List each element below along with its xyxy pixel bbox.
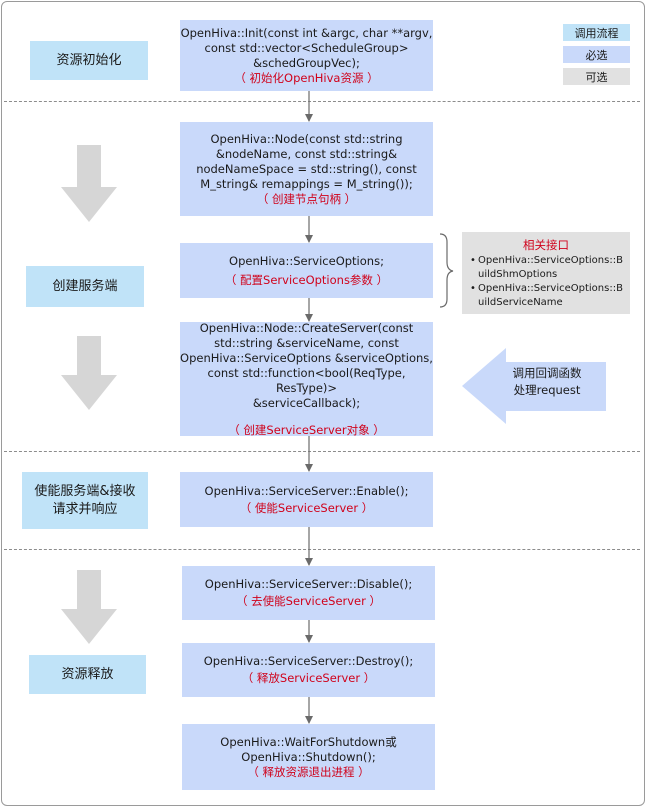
step-code-line: std::string &serviceName, const bbox=[214, 335, 399, 350]
related-interface-text: uildServiceName bbox=[478, 297, 563, 308]
stage-down-arrow bbox=[61, 145, 117, 222]
step-code-line: OpenHiva::ServiceServer::Destroy(); bbox=[203, 654, 414, 668]
step-code-line: OpenHiva::ServiceServer::Enable(); bbox=[204, 483, 409, 498]
legend-optional: 可选 bbox=[563, 68, 630, 85]
stage-resource-release: 资源释放 bbox=[29, 655, 146, 694]
stage-resource-init: 资源初始化 bbox=[30, 41, 148, 80]
callback-line: 调用回调函数 bbox=[512, 366, 582, 380]
step-code-line: const std::vector<ScheduleGroup> bbox=[204, 40, 409, 55]
step-code-line: OpenHiva::WaitForShutdown或 bbox=[220, 734, 397, 749]
stage-label: 创建服务端 bbox=[52, 278, 118, 294]
step-code-line: OpenHiva::Node::CreateServer(const bbox=[199, 320, 414, 335]
related-interfaces-list: OpenHiva::ServiceOptions::B uildShmOptio… bbox=[470, 254, 624, 310]
step-code-line: OpenHiva::ServiceOptions &serviceOptions… bbox=[180, 350, 433, 365]
step-note: （ 去使能ServiceServer ） bbox=[235, 594, 382, 608]
step-code-line: OpenHiva::ServiceOptions; bbox=[229, 253, 384, 268]
step-note: （ 释放ServiceServer ） bbox=[241, 671, 376, 685]
step-code-line: OpenHiva::ServiceServer::Disable(); bbox=[204, 577, 413, 591]
step-code-line: M_string& remappings = M_string()); bbox=[200, 176, 413, 191]
step-code-line: OpenHiva::Init(const int &argc, char **a… bbox=[180, 25, 433, 40]
step-enable: OpenHiva::ServiceServer::Enable(); （ 使能S… bbox=[180, 472, 433, 527]
step-note: （ 释放资源退出进程 ） bbox=[247, 764, 370, 779]
section-divider bbox=[4, 549, 640, 550]
legend-call-flow: 调用流程 bbox=[563, 24, 630, 41]
callback-line: 处理request bbox=[513, 383, 581, 397]
related-interface-text: OpenHiva::ServiceOptions::B bbox=[478, 283, 623, 294]
step-code-line: OpenHiva::Node(const std::string bbox=[210, 131, 403, 146]
step-shutdown: OpenHiva::WaitForShutdown或 OpenHiva::Shu… bbox=[182, 724, 435, 790]
stage-down-arrow bbox=[61, 570, 117, 644]
step-init: OpenHiva::Init(const int &argc, char **a… bbox=[180, 20, 433, 91]
stage-label: 资源释放 bbox=[61, 666, 114, 682]
step-create-server: OpenHiva::Node::CreateServer(const std::… bbox=[180, 320, 433, 437]
step-code-line: &nodeName, const std::string& bbox=[215, 146, 398, 161]
step-note: （ 使能ServiceServer ） bbox=[239, 500, 374, 515]
related-interface-item: OpenHiva::ServiceOptions::B uildShmOptio… bbox=[470, 254, 624, 282]
related-interface-text: uildShmOptions bbox=[478, 269, 558, 280]
legend-required: 必选 bbox=[563, 46, 630, 63]
callback-arrow bbox=[462, 348, 606, 424]
step-create-node: OpenHiva::Node(const std::string &nodeNa… bbox=[180, 122, 433, 216]
step-note: （ 初始化OpenHiva资源 ） bbox=[234, 70, 379, 85]
legend-required-label: 必选 bbox=[585, 48, 608, 62]
legend-call-flow-label: 调用流程 bbox=[574, 26, 619, 40]
step-note: （ 创建ServiceServer对象 ） bbox=[228, 422, 385, 437]
section-divider bbox=[4, 101, 640, 102]
step-disable: OpenHiva::ServiceServer::Disable(); （ 去使… bbox=[182, 566, 435, 620]
step-note: （ 创建节点句柄 ） bbox=[256, 191, 357, 206]
step-code-line: const std::function<bool(ReqType, ResTyp… bbox=[207, 365, 406, 395]
callback-label: 调用回调函数 处理request bbox=[492, 365, 602, 399]
stage-create-server: 创建服务端 bbox=[26, 266, 144, 307]
step-code-line: &serviceCallback); bbox=[252, 395, 361, 410]
related-interface-item: OpenHiva::ServiceOptions::B uildServiceN… bbox=[470, 282, 624, 310]
related-interface-text: OpenHiva::ServiceOptions::B bbox=[478, 255, 623, 266]
stage-enable-server: 使能服务端&接收 请求并响应 bbox=[22, 472, 148, 529]
related-interfaces-title: 相关接口 bbox=[523, 238, 569, 252]
step-code-line: OpenHiva::Shutdown(); bbox=[241, 749, 376, 764]
step-note: （ 配置ServiceOptions参数 ） bbox=[224, 272, 389, 287]
related-brace bbox=[439, 233, 454, 308]
related-interfaces-note: 相关接口 OpenHiva::ServiceOptions::B uildShm… bbox=[462, 232, 630, 314]
stage-label: 资源初始化 bbox=[56, 52, 122, 68]
stage-label: 使能服务端&接收 bbox=[34, 483, 136, 499]
step-code-line: &schedGroupVec); bbox=[253, 55, 360, 70]
step-destroy: OpenHiva::ServiceServer::Destroy(); （ 释放… bbox=[182, 643, 435, 697]
legend-optional-label: 可选 bbox=[585, 70, 608, 84]
section-divider bbox=[4, 451, 640, 452]
step-service-options: OpenHiva::ServiceOptions; （ 配置ServiceOpt… bbox=[180, 243, 433, 298]
stage-label: 请求并响应 bbox=[52, 501, 118, 517]
stage-down-arrow bbox=[61, 336, 117, 410]
step-code-line: nodeNameSpace = std::string(), const bbox=[196, 161, 417, 176]
